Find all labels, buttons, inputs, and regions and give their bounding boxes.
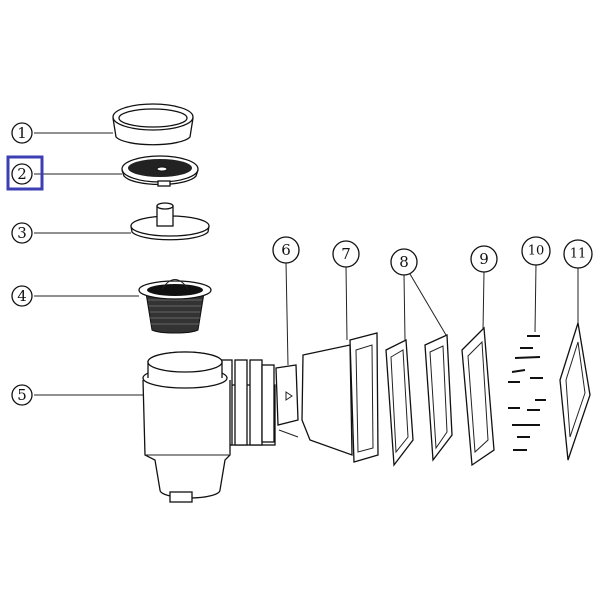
leader-lines — [34, 132, 579, 396]
callout-1[interactable]: 1 — [11, 122, 33, 144]
svg-text:6: 6 — [281, 241, 291, 259]
svg-text:1: 1 — [17, 124, 27, 142]
part-5-skimmer-body — [142, 351, 276, 503]
callout-6[interactable]: 6 — [272, 236, 300, 264]
callout-10[interactable]: 10 — [521, 236, 551, 266]
svg-text:7: 7 — [341, 245, 351, 263]
svg-text:3: 3 — [17, 224, 27, 242]
svg-text:2: 2 — [17, 165, 27, 183]
callout-5[interactable]: 5 — [11, 384, 33, 406]
svg-text:9: 9 — [479, 250, 489, 268]
part-7-faceplate-funnel — [301, 332, 379, 463]
part-11-gasket — [559, 322, 591, 461]
part-8-gaskets — [385, 334, 453, 467]
part-1-lid-ring — [112, 103, 194, 146]
callout-11[interactable]: 11 — [563, 239, 593, 269]
part-6-weir-flap — [275, 364, 299, 438]
callout-9[interactable]: 9 — [470, 245, 498, 273]
highlight-box — [6, 155, 44, 191]
svg-text:8: 8 — [399, 253, 409, 271]
callout-4[interactable]: 4 — [11, 285, 33, 307]
svg-text:5: 5 — [17, 386, 27, 404]
part-9-mounting-plate — [461, 326, 495, 467]
svg-text:10: 10 — [528, 244, 545, 259]
svg-text:4: 4 — [17, 287, 27, 305]
part-3-float-valve — [130, 202, 210, 241]
callout-7[interactable]: 7 — [332, 240, 360, 268]
part-10-screws — [508, 335, 546, 451]
callout-3[interactable]: 3 — [11, 222, 33, 244]
part-2-strainer-cover — [121, 155, 199, 187]
callout-8[interactable]: 8 — [390, 248, 418, 276]
part-4-basket — [138, 279, 212, 334]
callout-2[interactable]: 2 — [11, 163, 33, 185]
svg-text:11: 11 — [570, 247, 587, 262]
